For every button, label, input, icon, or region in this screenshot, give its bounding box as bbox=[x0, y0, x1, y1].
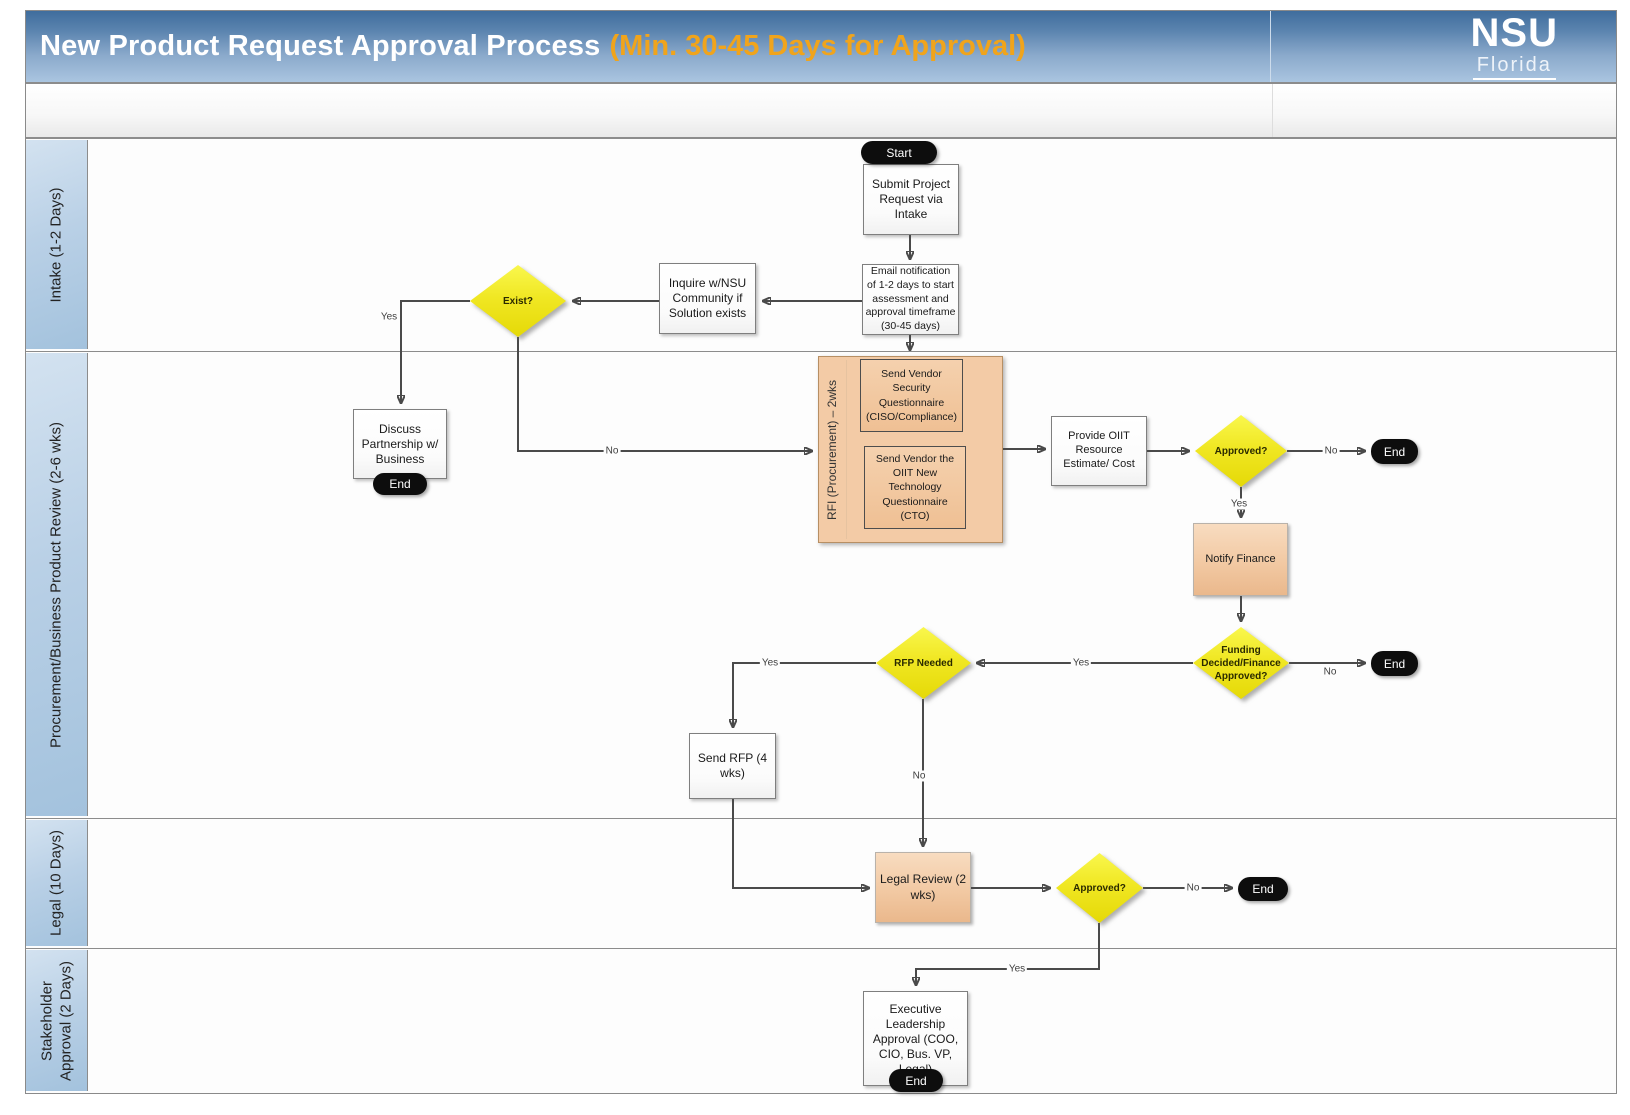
node-submit-project: Submit Project Request via Intake bbox=[863, 164, 959, 235]
lane-legal: Legal (10 Days) bbox=[26, 819, 1616, 949]
lane-stakeholder: Stakeholder Approval (2 Days) bbox=[26, 949, 1616, 1093]
title-cell: New Product Request Approval Process (Mi… bbox=[26, 11, 1271, 82]
start-terminator: Start bbox=[861, 141, 937, 164]
decision-exist: Exist? bbox=[470, 265, 566, 337]
node-executive-approval: Executive Leadership Approval (COO, CIO,… bbox=[863, 991, 968, 1086]
node-send-rfp: Send RFP (4 wks) bbox=[689, 733, 776, 799]
diagram-frame: New Product Request Approval Process (Mi… bbox=[25, 10, 1617, 1094]
edge-label-exist-yes: Yes bbox=[378, 311, 400, 323]
logo-primary-text: NSU bbox=[1470, 11, 1558, 55]
node-executive-approval-label: Executive Leadership Approval (COO, CIO,… bbox=[872, 1002, 959, 1076]
edge-label-approved2-no: No bbox=[1184, 882, 1202, 894]
start-label: Start bbox=[886, 145, 912, 160]
node-notify-finance: Notify Finance bbox=[1193, 523, 1288, 596]
node-legal-review-label: Legal Review (2 wks) bbox=[879, 871, 967, 902]
lane-stakeholder-label: Stakeholder Approval (2 Days) bbox=[37, 960, 74, 1081]
edge-label-funding-no: No bbox=[1321, 666, 1339, 678]
nsu-logo: NSU Florida bbox=[1471, 13, 1558, 80]
end-4-label: End bbox=[905, 1073, 927, 1088]
node-send-security-questionnaire-label: Send Vendor Security Questionnaire (CISO… bbox=[865, 368, 958, 423]
decision-approved-1-label: Approved? bbox=[1214, 445, 1268, 457]
decision-exist-label: Exist? bbox=[502, 295, 533, 307]
end-discuss-label: End bbox=[389, 477, 411, 491]
end-terminator-1: End bbox=[1371, 439, 1418, 464]
decision-approved-2: Approved? bbox=[1056, 853, 1143, 923]
edge-label-exist-no: No bbox=[603, 445, 621, 457]
node-inquire-community-label: Inquire w/NSU Community if Solution exis… bbox=[668, 276, 747, 320]
end-1-label: End bbox=[1383, 444, 1406, 459]
lane-legal-label-cell: Legal (10 Days) bbox=[26, 820, 88, 946]
decision-approved-2-label: Approved? bbox=[1073, 882, 1126, 894]
node-discuss-partnership: Discuss Partnership w/ Business bbox=[353, 409, 447, 479]
node-provide-estimate: Provide OIIT Resource Estimate/ Cost bbox=[1051, 416, 1147, 486]
edge-label-funding-yes: Yes bbox=[1070, 657, 1092, 669]
end-terminator-4: End bbox=[889, 1069, 943, 1092]
end-3-label: End bbox=[1252, 882, 1274, 896]
lane-procurement-label: Procurement/Business Product Review (2-6… bbox=[47, 421, 65, 748]
lane-intake: Intake (1-2 Days) bbox=[26, 139, 1616, 352]
lane-procurement-label-cell: Procurement/Business Product Review (2-6… bbox=[26, 353, 88, 816]
end-terminator-discuss: End bbox=[373, 473, 427, 495]
decision-rfp-needed-label: RFP Needed bbox=[894, 657, 953, 669]
page-title: New Product Request Approval Process bbox=[40, 30, 601, 62]
edge-label-approved1-no: No bbox=[1322, 445, 1340, 457]
decision-funding-label: Funding Decided/Finance Approved? bbox=[1201, 644, 1281, 682]
end-2-label: End bbox=[1383, 656, 1406, 671]
end-terminator-3: End bbox=[1238, 877, 1288, 901]
node-legal-review: Legal Review (2 wks) bbox=[875, 852, 971, 923]
decision-funding: Funding Decided/Finance Approved? bbox=[1193, 627, 1289, 699]
decision-rfp-needed: RFP Needed bbox=[876, 627, 971, 699]
node-send-technology-questionnaire-label: Send Vendor the OIIT New Technology Ques… bbox=[875, 453, 955, 522]
decision-approved-1: Approved? bbox=[1195, 415, 1287, 487]
node-submit-project-label: Submit Project Request via Intake bbox=[871, 177, 951, 221]
header-sub-strip bbox=[26, 84, 1616, 139]
end-terminator-2: End bbox=[1371, 651, 1418, 676]
logo-cell: NSU Florida bbox=[1271, 11, 1616, 82]
node-discuss-partnership-label: Discuss Partnership w/ Business bbox=[361, 421, 439, 466]
rfi-container-divider bbox=[846, 360, 847, 539]
node-notify-finance-label: Notify Finance bbox=[1205, 553, 1276, 566]
node-email-notification: Email notification of 1-2 days to start … bbox=[862, 264, 959, 335]
lane-intake-label-cell: Intake (1-2 Days) bbox=[26, 140, 88, 349]
node-inquire-community: Inquire w/NSU Community if Solution exis… bbox=[659, 263, 756, 334]
lane-intake-label: Intake (1-2 Days) bbox=[47, 186, 65, 303]
lane-stakeholder-label-cell: Stakeholder Approval (2 Days) bbox=[26, 950, 88, 1091]
edge-label-approved1-yes: Yes bbox=[1228, 498, 1250, 510]
node-send-security-questionnaire: Send Vendor Security Questionnaire (CISO… bbox=[860, 359, 963, 432]
title-bar: New Product Request Approval Process (Mi… bbox=[26, 11, 1616, 84]
node-provide-estimate-label: Provide OIIT Resource Estimate/ Cost bbox=[1063, 430, 1135, 470]
edge-label-approved2-yes: Yes bbox=[1006, 963, 1028, 975]
header-divider bbox=[1272, 84, 1273, 137]
node-send-rfp-label: Send RFP (4 wks) bbox=[697, 751, 768, 780]
lane-legal-label: Legal (10 Days) bbox=[47, 830, 65, 936]
node-email-notification-label: Email notification of 1-2 days to start … bbox=[865, 265, 956, 332]
node-send-technology-questionnaire: Send Vendor the OIIT New Technology Ques… bbox=[864, 446, 966, 529]
edge-label-rfp-yes: Yes bbox=[759, 657, 781, 669]
logo-secondary-text: Florida bbox=[1472, 55, 1556, 80]
page-title-highlight: (Min. 30-45 Days for Approval) bbox=[609, 30, 1026, 62]
edge-label-rfp-no: No bbox=[910, 770, 928, 782]
rfi-container-label: RFI (Procurement) – 2wks bbox=[825, 379, 839, 520]
